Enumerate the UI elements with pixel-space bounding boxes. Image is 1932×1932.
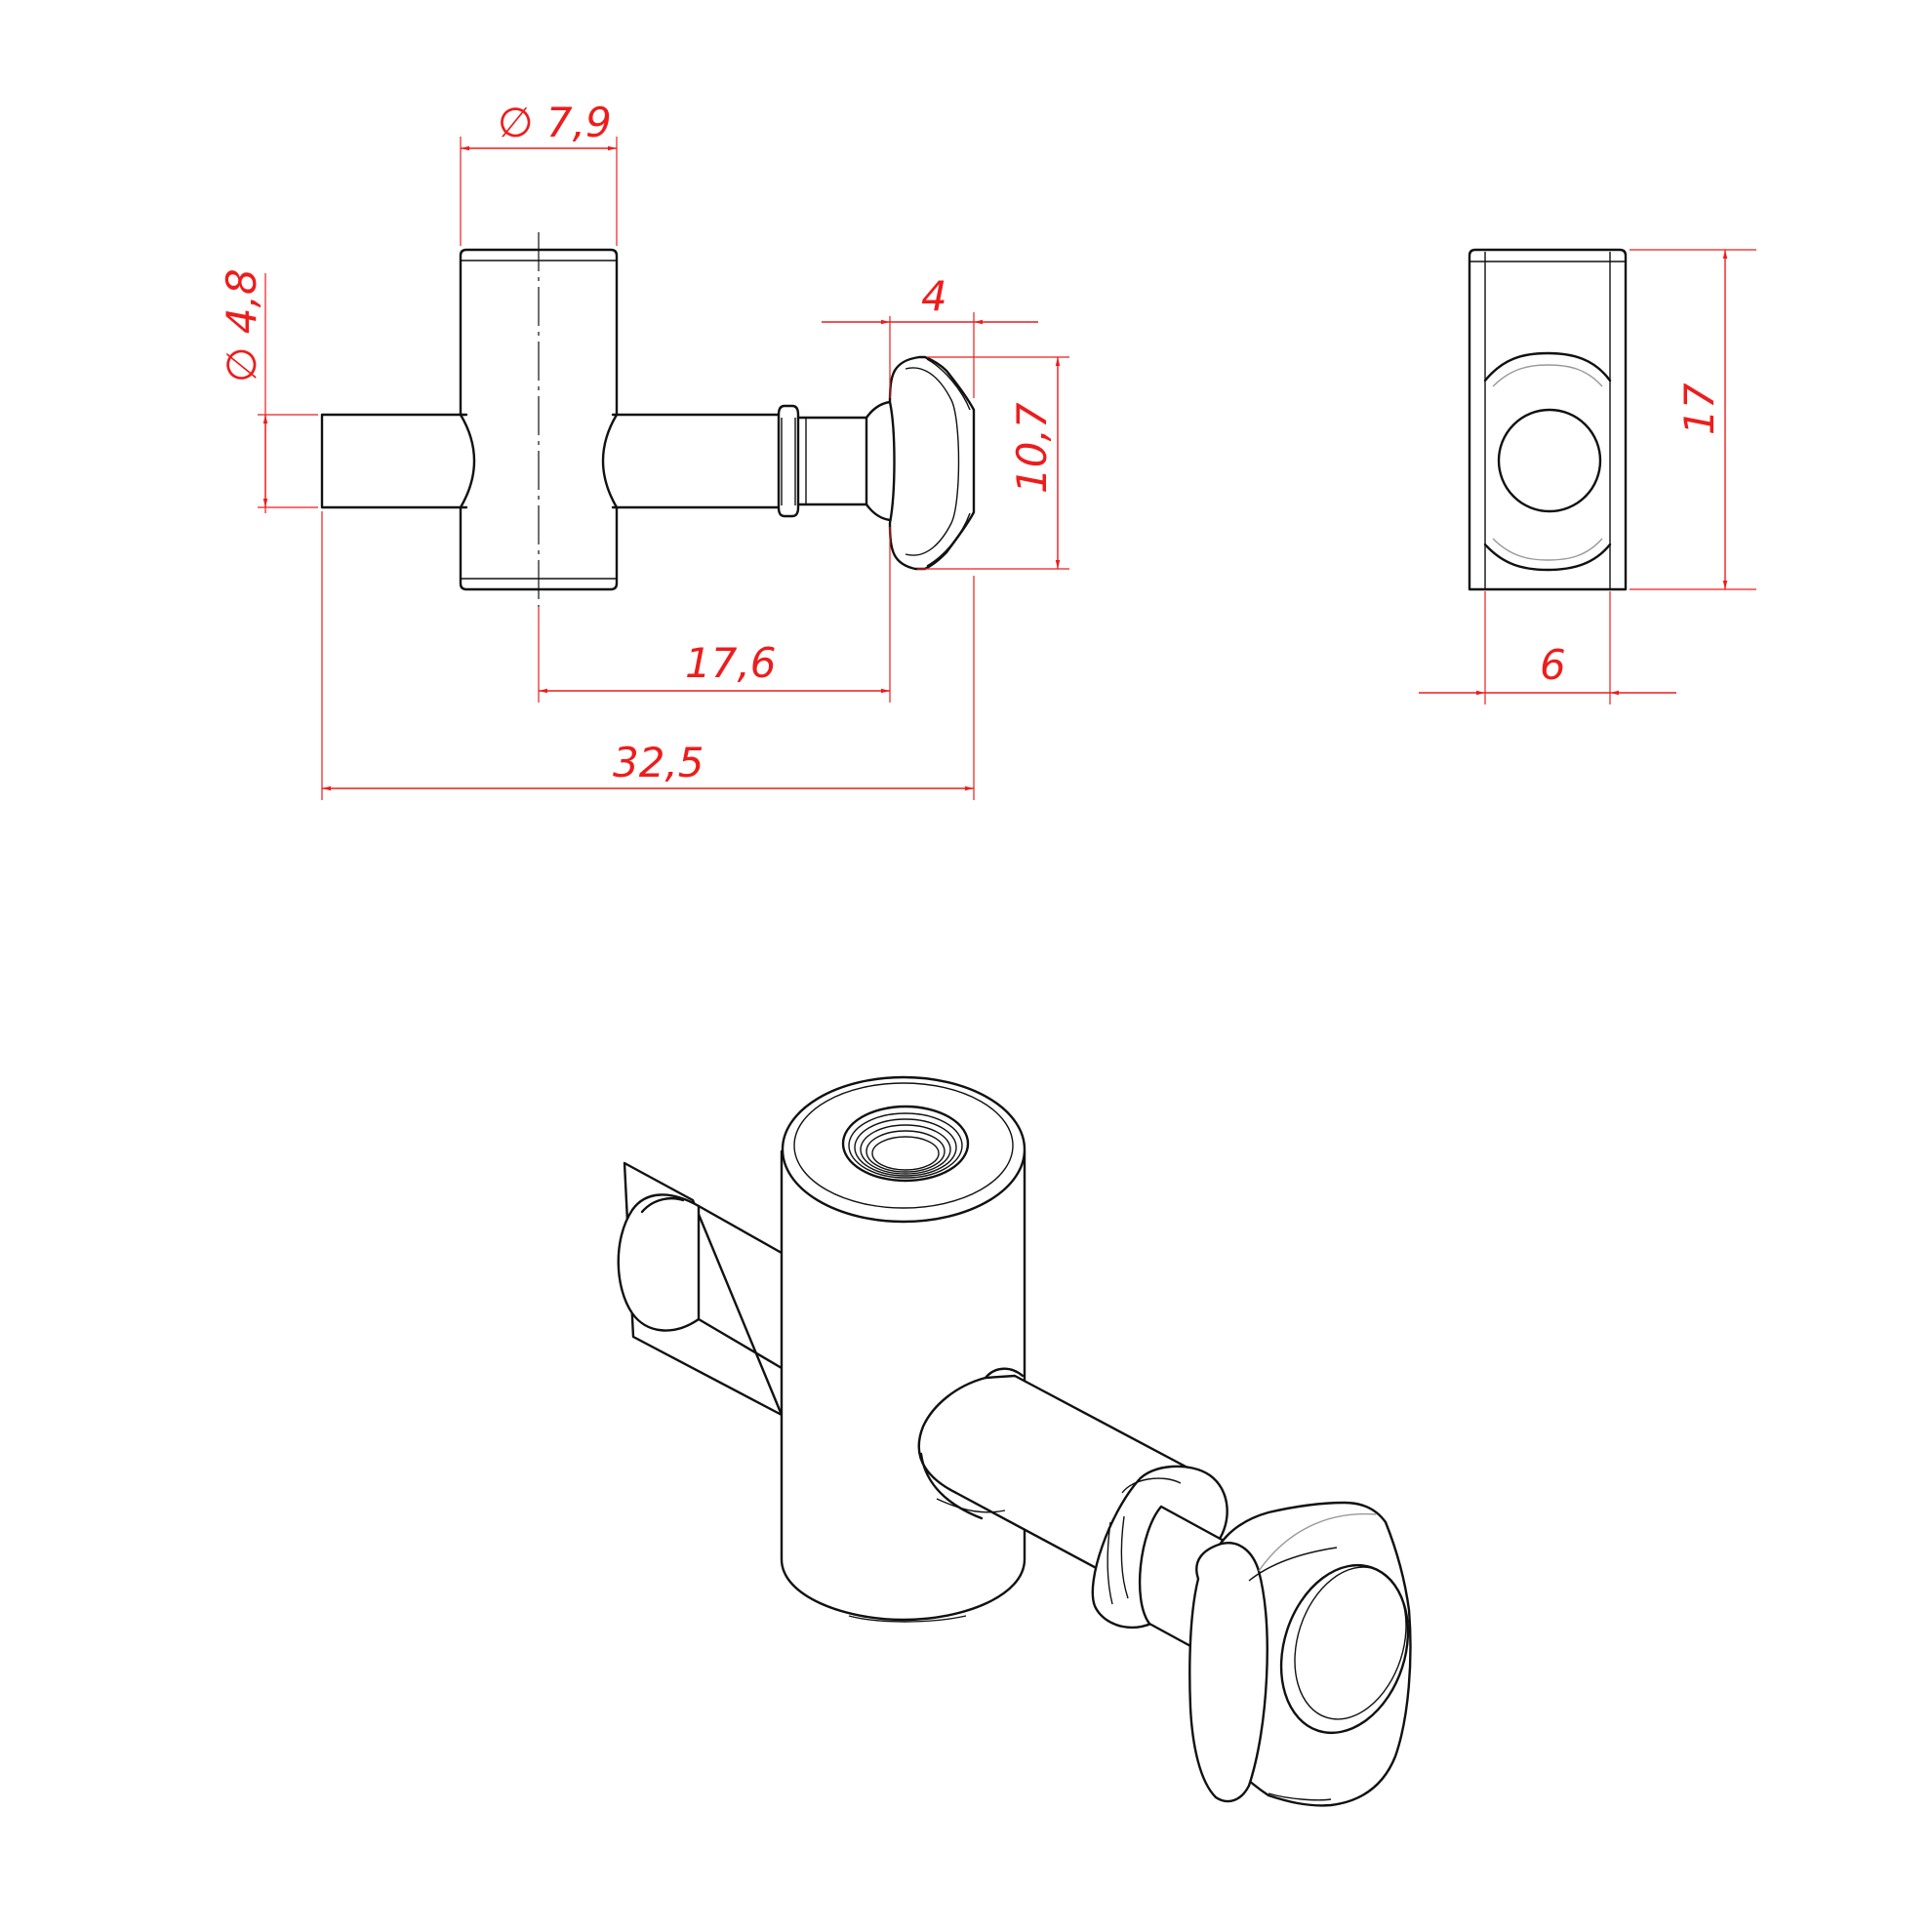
dim-head-thickness: 4 [822, 272, 1038, 398]
iso-body-cylinder [780, 1149, 1026, 1622]
dimensions: ∅ 7,9 ∅ 4,8 4 10,7 [218, 99, 1756, 800]
dim-label-head-height: 10,7 [1008, 402, 1056, 494]
dim-bolt-diameter: ∅ 4,8 [218, 268, 318, 513]
dim-axis-to-head: 17,6 [538, 527, 891, 703]
dim-label-side-height: 17 [1675, 382, 1723, 435]
iso-hammer-wing [1188, 1542, 1268, 1803]
front-groove-ring [777, 404, 800, 518]
front-hammer-head [888, 355, 976, 571]
front-bolt-right [611, 413, 781, 509]
dim-label-overall-length: 32,5 [613, 739, 704, 786]
dim-label-bolt-diameter: ∅ 4,8 [218, 268, 265, 382]
dim-label-body-diameter: ∅ 7,9 [498, 99, 612, 146]
isometric-view [617, 1075, 1412, 1807]
dim-label-axis-to-head: 17,6 [685, 639, 777, 687]
front-bolt-left [320, 413, 468, 509]
dim-label-head-thickness: 4 [921, 272, 947, 320]
dim-body-diameter: ∅ 7,9 [460, 99, 618, 246]
side-bolt-end [1497, 408, 1602, 513]
dim-side-width: 6 [1419, 591, 1676, 704]
dim-overall-length: 32,5 [321, 511, 975, 800]
dim-label-side-width: 6 [1540, 641, 1566, 689]
iso-threaded-hole [841, 1105, 970, 1183]
side-body-outline [1468, 248, 1628, 591]
dim-side-height: 17 [1630, 249, 1756, 590]
front-view [320, 232, 976, 607]
front-neck [796, 416, 868, 506]
side-hammer-face [1483, 351, 1612, 382]
dim-head-height: 10,7 [917, 356, 1069, 570]
side-view [1468, 248, 1628, 591]
